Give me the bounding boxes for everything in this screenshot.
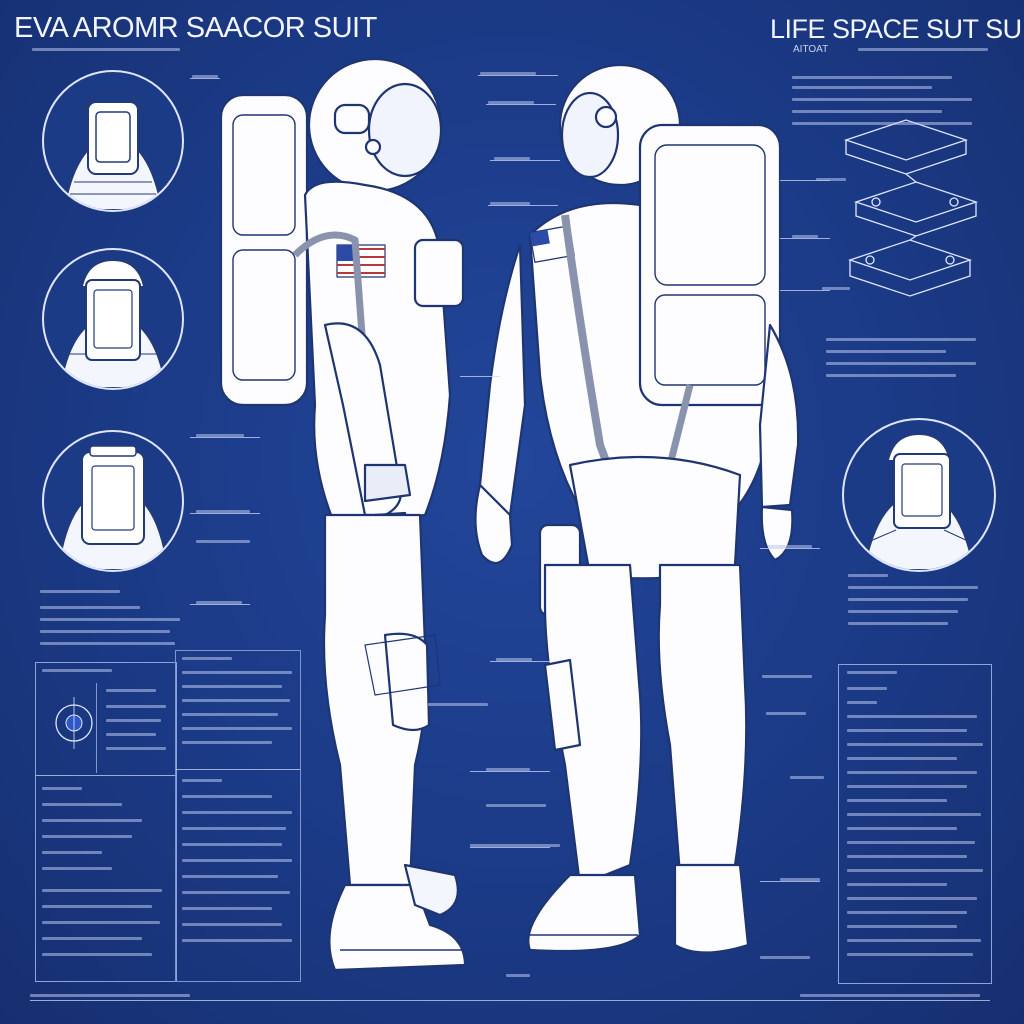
callout-label: [480, 72, 536, 75]
callout-line: [470, 847, 550, 848]
astronaut-back-view: [474, 63, 800, 954]
description-line: [848, 622, 948, 625]
callout-label: [196, 601, 242, 604]
description-line: [792, 122, 972, 125]
callout-label: [506, 974, 530, 977]
callout-label: [780, 878, 820, 881]
callout-line: [478, 75, 558, 76]
description-line: [792, 76, 952, 79]
description-line: [826, 338, 976, 341]
callout-label: [196, 510, 250, 513]
callout-label: [470, 844, 560, 847]
bottom-scale-label: [30, 994, 190, 997]
callout-label: [488, 101, 534, 104]
description-line: [848, 610, 958, 613]
callout-line: [780, 238, 830, 239]
description-line: [848, 574, 888, 577]
title-left: EVA AROMR SAACOR SUIT: [14, 12, 377, 44]
annotation-line: [40, 618, 180, 621]
subtitle-line-right: [858, 48, 988, 51]
callout-label: [790, 776, 824, 779]
callout-label: [490, 202, 530, 205]
description-line: [826, 374, 956, 377]
callout-label: [760, 956, 810, 959]
callout-line: [190, 437, 260, 438]
detail-circle-backpack-2: [42, 248, 184, 390]
annotation-line: [40, 606, 140, 609]
callout-label: [792, 235, 818, 238]
detail-circle-backpack-3: [42, 430, 184, 572]
component-exploded-sketch: [843, 119, 979, 297]
callout-label: [766, 712, 806, 715]
description-line: [792, 98, 972, 101]
callout-line: [190, 78, 220, 79]
annotation-heading: [40, 590, 120, 593]
astronaut-side-view: [219, 57, 467, 972]
notes-panel-center: [175, 650, 301, 982]
description-line: [826, 350, 946, 353]
callout-label: [762, 675, 812, 678]
spec-panel-left: [35, 662, 177, 982]
annotation-line: [40, 642, 175, 645]
subtitle-line-left: [32, 48, 180, 51]
callout-label: [196, 434, 244, 437]
detail-circle-backpack-right: [842, 418, 996, 572]
callout-label: [428, 703, 488, 706]
callout-line: [490, 661, 550, 662]
description-line: [848, 598, 968, 601]
bottom-ruler: [30, 1000, 990, 1001]
spec-panel-right: [838, 664, 992, 984]
callout-label: [196, 540, 250, 543]
callout-line: [760, 881, 820, 882]
callout-label: [496, 658, 532, 661]
callout-line: [760, 548, 820, 549]
callout-label: [486, 768, 530, 771]
description-line: [848, 586, 978, 589]
callout-line: [780, 290, 830, 291]
detail-circle-backpack-1: [42, 70, 184, 212]
callout-line: [190, 604, 250, 605]
annotation-line: [40, 630, 170, 633]
callout-line: [190, 513, 260, 514]
callout-label: [816, 178, 846, 181]
title-right: LIFE SPACE SUT SUIT: [770, 14, 1024, 44]
callout-label: [822, 287, 850, 290]
callout-line: [488, 205, 558, 206]
callout-line: [470, 771, 550, 772]
callout-line: [486, 104, 556, 105]
description-line: [792, 86, 932, 89]
title-right-subtitle: AITOAT: [793, 44, 829, 55]
gauge-icon: [55, 697, 93, 749]
callout-line: [490, 160, 560, 161]
callout-label: [486, 804, 546, 807]
callout-label: [494, 157, 530, 160]
callout-label: [768, 545, 812, 548]
callout-label: [192, 75, 218, 78]
description-line: [826, 362, 976, 365]
callout-line: [780, 180, 830, 181]
bottom-scale-label: [800, 994, 980, 997]
callout-line: [460, 376, 500, 377]
description-line: [792, 110, 942, 113]
